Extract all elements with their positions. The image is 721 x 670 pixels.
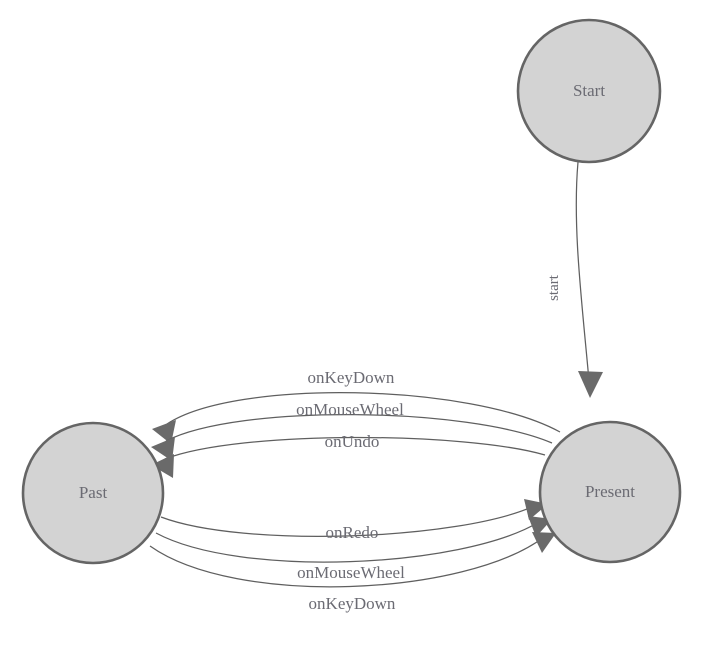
arrowhead-past-upper-3 [151,454,174,478]
edge-label-start: start [546,274,562,301]
edge-present-to-past-onkeydown-path [166,391,561,433]
edge-label-lower-onredo: onRedo [326,523,379,542]
edge-start-to-present-path [575,161,591,393]
node-start[interactable]: Start [516,18,662,164]
edge-label-upper-onundo: onUndo [325,432,380,451]
edge-past-to-present-onkeydown-path [149,536,545,588]
node-past-label: Past [79,483,108,502]
arrowhead-past-upper-2 [151,437,175,461]
edge-present-to-past-onundo[interactable]: onUndo [151,432,546,478]
edge-present-to-past-onmousewheel-path [165,413,553,444]
edge-past-to-present-onmousewheel-path [155,521,540,563]
edge-label-upper-onmousewheel: onMouseWheel [296,400,404,419]
edge-past-to-present-onredo-path [160,505,535,537]
edge-present-to-past-onundo-path [164,436,546,460]
edge-past-to-present-onkeydown[interactable]: onKeyDown [149,532,556,613]
edge-present-to-past-onmousewheel[interactable]: onMouseWheel [151,400,553,461]
edge-start-to-present[interactable]: start [546,161,603,398]
edge-label-lower-onmousewheel: onMouseWheel [297,563,405,582]
node-start-circle [516,18,662,164]
edge-present-to-past-onkeydown[interactable]: onKeyDown [152,368,561,444]
node-start-label: Start [573,81,605,100]
node-past[interactable]: Past [21,421,165,565]
node-present-circle [538,420,682,564]
edge-past-to-present-onredo[interactable]: onRedo [160,499,548,542]
edge-label-upper-onkeydown: onKeyDown [308,368,395,387]
node-present[interactable]: Present [538,420,682,564]
node-past-circle [21,421,165,565]
arrowhead-present-lower-3 [532,532,556,553]
arrowhead-present-top [578,371,603,398]
arrowhead-past-upper-1 [152,420,176,444]
edge-label-lower-onkeydown: onKeyDown [309,594,396,613]
node-present-label: Present [585,482,635,501]
